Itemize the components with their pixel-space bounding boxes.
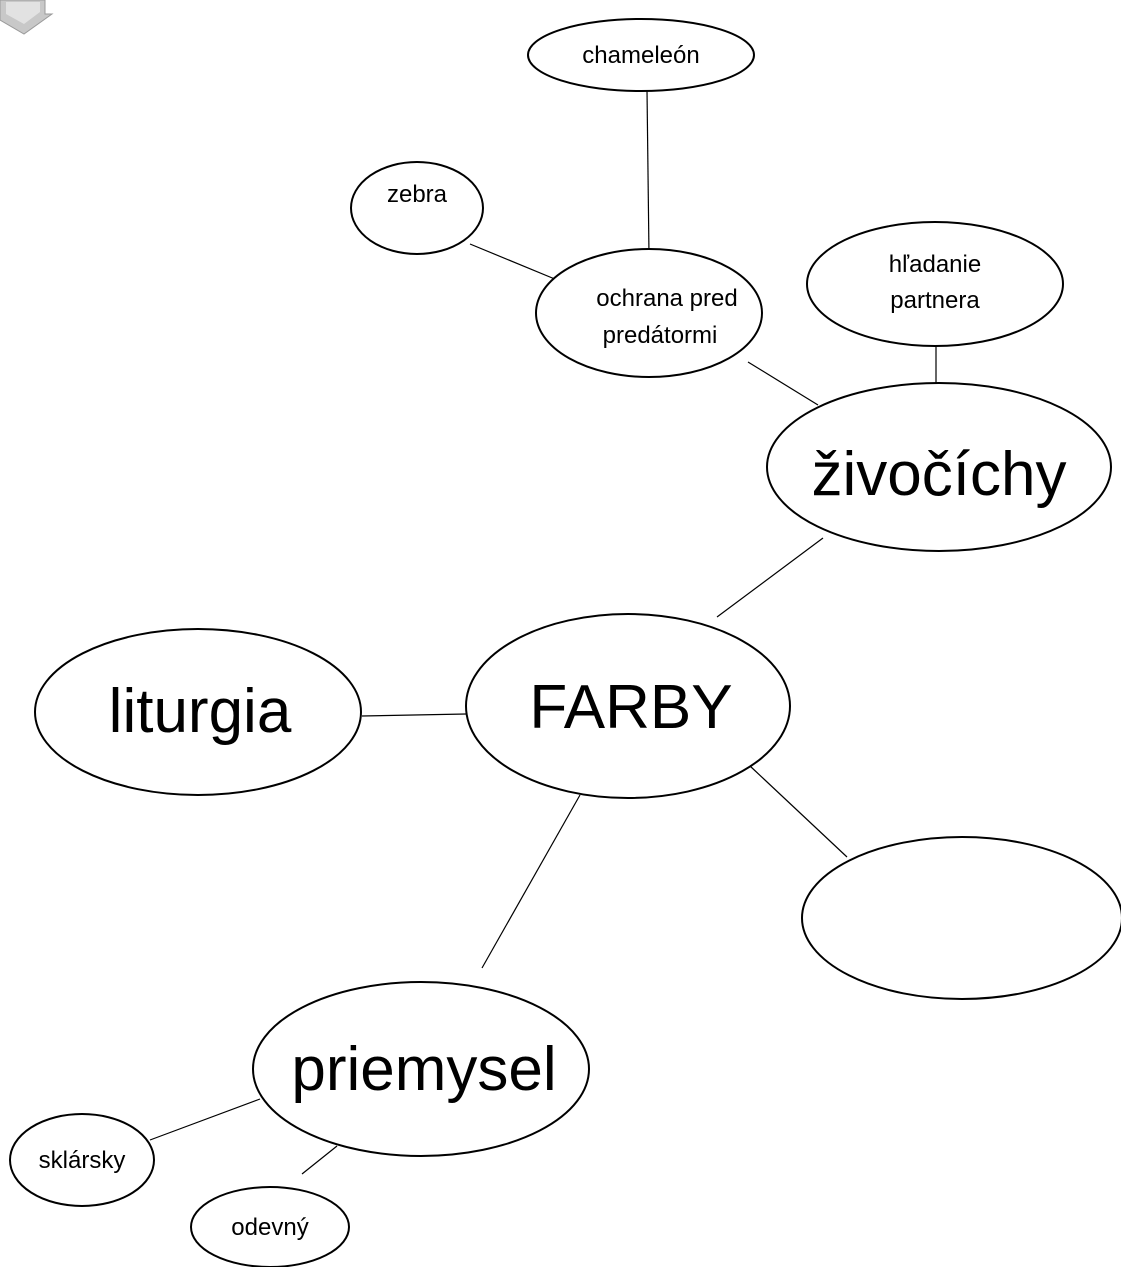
edge-priemysel-sklarsky [149,1098,261,1141]
edge-chameleon-ochrana [646,89,650,256]
edge-ochrana-zivocichy [747,361,819,406]
down-arrow-icon [0,0,54,35]
node-chameleon-label: chameleón [582,42,699,69]
node-ochrana-line1: ochrana pred [596,285,737,312]
node-sklarsky-label: sklársky [39,1147,126,1174]
node-ochrana-line2: predátormi [603,322,718,349]
node-empty [801,836,1121,1000]
node-sklarsky: sklársky [9,1113,155,1207]
node-liturgia: liturgia [34,628,362,796]
node-zivocichy-label: živočíchy [812,440,1067,509]
edge-farby-empty [749,765,848,858]
node-priemysel-label: priemysel [291,1035,556,1104]
node-odevny-label: odevný [231,1214,308,1241]
edge-zebra-ochrana [469,243,563,283]
node-farby-label: FARBY [529,673,732,742]
node-zebra-label: zebra [387,181,448,208]
edge-liturgia-farby [361,713,467,717]
edge-zivocichy-farby [716,537,824,618]
edge-farby-priemysel [481,794,581,969]
edge-priemysel-odevny [301,1145,338,1175]
node-zebra: zebra [350,161,484,255]
node-chameleon: chameleón [527,18,755,92]
node-zivocichy: živočíchy [766,382,1112,552]
connectors [149,89,937,1175]
node-odevny: odevný [190,1186,350,1267]
node-ochrana-pred-predatormi: ochrana pred predátormi [535,248,763,378]
node-hladanie-line2: partnera [890,287,980,314]
node-liturgia-label: liturgia [109,677,292,746]
node-hladanie-partnera: hľadanie partnera [806,221,1064,347]
node-priemysel: priemysel [252,981,590,1157]
node-hladanie-line1: hľadanie [889,251,981,278]
node-farby: FARBY [465,613,791,799]
